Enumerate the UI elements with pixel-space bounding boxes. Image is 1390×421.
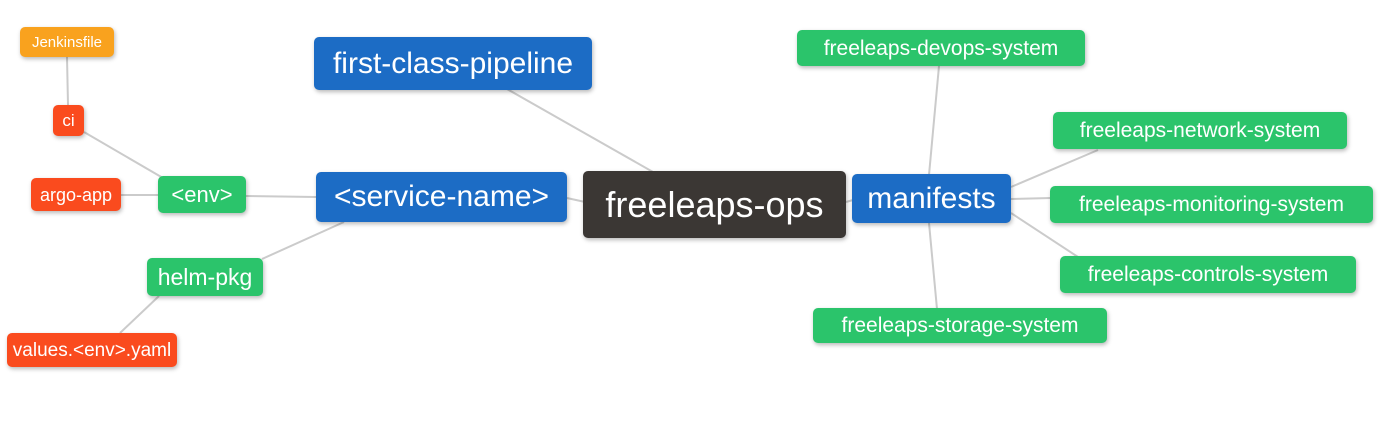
edge-ops-first-class-pipeline xyxy=(506,88,654,173)
edge-helm-pkg-values xyxy=(119,295,160,334)
node-helm-pkg[interactable]: helm-pkg xyxy=(147,258,263,296)
node-env[interactable]: <env> xyxy=(158,176,246,213)
edge-service-name-env xyxy=(245,195,317,198)
edge-manifests-storage xyxy=(928,222,938,310)
node-first-class-pipeline[interactable]: first-class-pipeline xyxy=(314,37,592,90)
node-argo-app[interactable]: argo-app xyxy=(31,178,121,211)
edge-service-name-helm-pkg xyxy=(261,221,345,260)
edge-ci-jenkinsfile xyxy=(66,56,69,106)
node-jenkinsfile[interactable]: Jenkinsfile xyxy=(20,27,114,57)
node-service-name[interactable]: <service-name> xyxy=(316,172,567,222)
node-freeleaps-ops-root[interactable]: freeleaps-ops xyxy=(583,171,846,238)
edge-manifests-network xyxy=(1010,149,1099,188)
edge-manifests-devops xyxy=(928,65,940,176)
node-freeleaps-network-system[interactable]: freeleaps-network-system xyxy=(1053,112,1347,149)
node-values-env-yaml[interactable]: values.<env>.yaml xyxy=(7,333,177,367)
edge-env-ci xyxy=(83,131,164,179)
node-freeleaps-devops-system[interactable]: freeleaps-devops-system xyxy=(797,30,1085,66)
node-freeleaps-monitoring-system[interactable]: freeleaps-monitoring-system xyxy=(1050,186,1373,223)
node-ci[interactable]: ci xyxy=(53,105,84,136)
node-manifests[interactable]: manifests xyxy=(852,174,1011,223)
edge-manifests-monitoring xyxy=(1010,197,1052,200)
node-freeleaps-controls-system[interactable]: freeleaps-controls-system xyxy=(1060,256,1356,293)
node-freeleaps-storage-system[interactable]: freeleaps-storage-system xyxy=(813,308,1107,343)
